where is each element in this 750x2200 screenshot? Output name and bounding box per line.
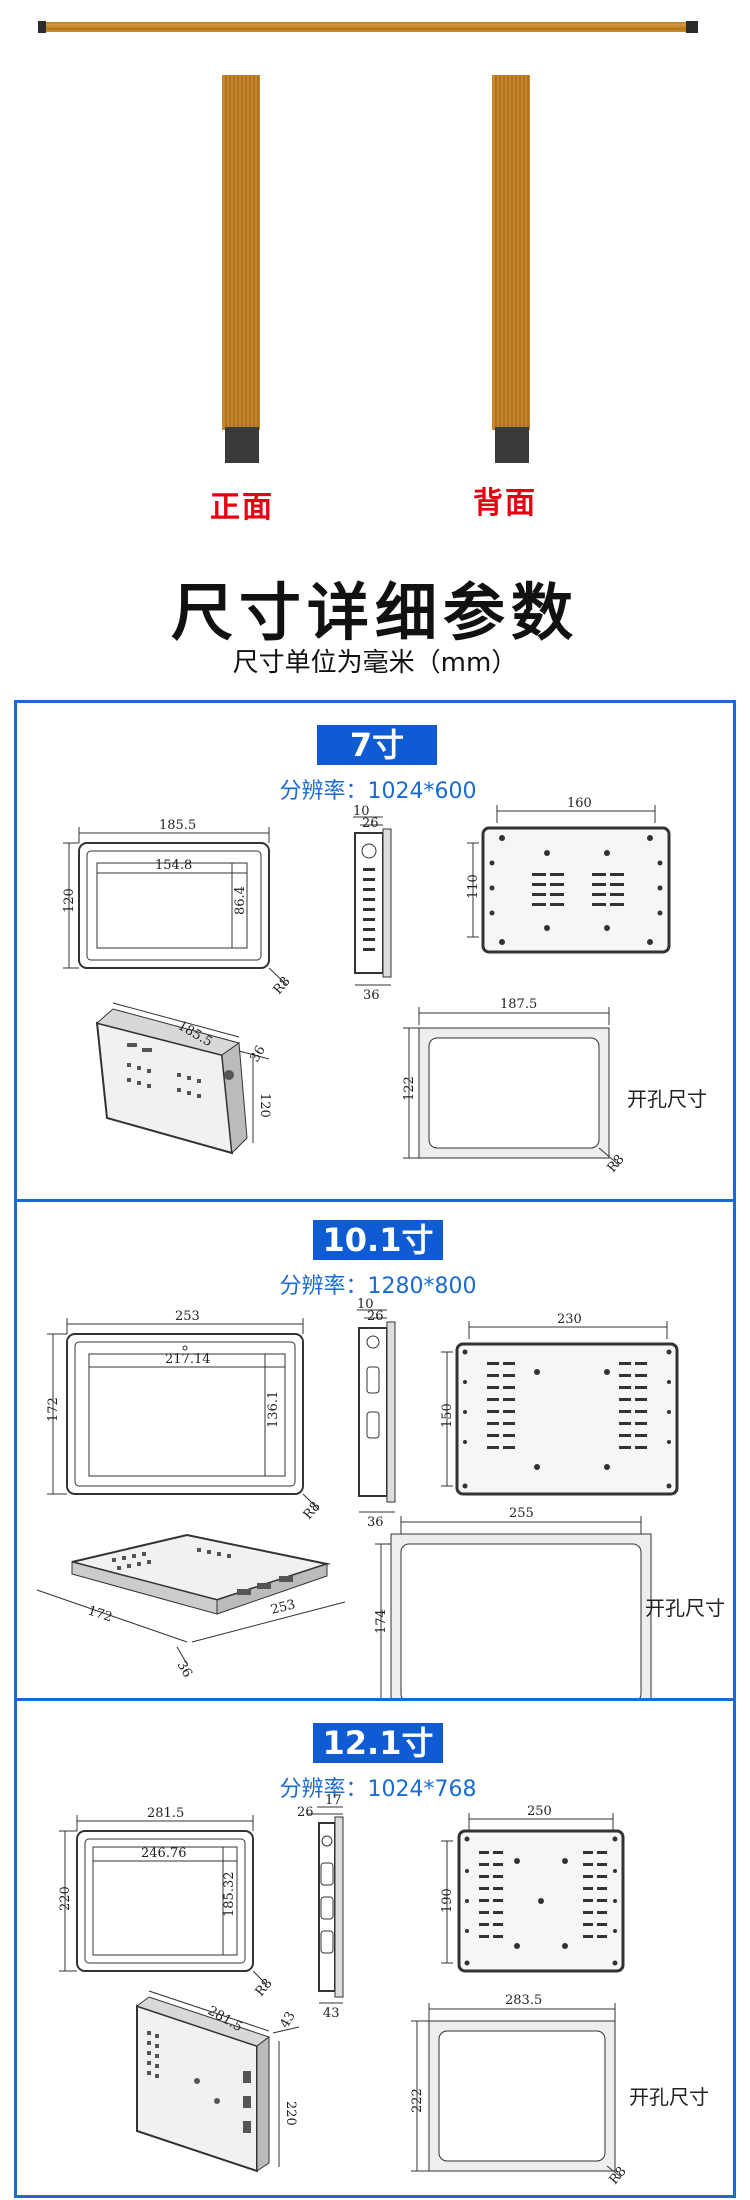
panel-7-inch: 7寸 分辨率：1024*600 185.5 120 154.8 86.4 R8 [14, 700, 736, 1202]
screen-height: 136.1 [266, 1391, 281, 1428]
cutout-view [375, 1516, 652, 1698]
resolution-text: 分辨率：1024*768 [279, 1777, 477, 1802]
back-view [441, 1813, 625, 1973]
cutout-label: 开孔尺寸 [645, 1596, 725, 1620]
iso-height: 120 [257, 1093, 272, 1118]
screen-height: 185.32 [222, 1872, 237, 1918]
cutout-label: 开孔尺寸 [629, 2085, 709, 2109]
side-top: 17 [325, 1793, 342, 1808]
front-width: 185.5 [159, 818, 196, 833]
back-height: 110 [466, 874, 481, 899]
cutout-width: 255 [509, 1506, 534, 1521]
ribbon-cable-back [492, 75, 530, 463]
page-subtitle: 尺寸单位为毫米（mm） [232, 648, 518, 678]
front-height: 120 [62, 888, 77, 913]
side-top: 10 [357, 1297, 374, 1312]
iso-depth: 43 [277, 2009, 298, 2031]
corner-radius: R8 [253, 1976, 276, 1999]
side-view [357, 1309, 396, 1513]
resolution-text: 分辨率：1280*800 [279, 1274, 477, 1299]
drawing-7-inch: 185.5 120 154.8 86.4 R8 10 26 36 [62, 796, 671, 1176]
side-view [307, 1806, 344, 2004]
isometric-view [135, 1990, 300, 2173]
cutout-height: 174 [374, 1609, 389, 1634]
back-height: 150 [440, 1403, 455, 1428]
side-inner: 26 [362, 816, 379, 831]
screen-height: 86.4 [233, 886, 248, 915]
back-width: 230 [557, 1312, 582, 1327]
side-inner: 26 [297, 1805, 314, 1820]
iso-depth: 36 [247, 1043, 268, 1065]
panel-10-1-inch: 10.1寸 分辨率：1280*800 253 172 217.14 136.1 … [14, 1199, 736, 1701]
back-width: 160 [567, 796, 592, 811]
front-view [63, 827, 288, 986]
back-view [467, 805, 671, 954]
side-inner: 26 [367, 1309, 384, 1324]
front-view [59, 1815, 268, 1986]
size-badge: 7寸 [317, 725, 437, 765]
drawing-12-1-inch: 281.5 220 246.76 185.32 R8 17 26 43 [58, 1793, 630, 2188]
drawing-10-1-inch: 253 172 217.14 136.1 R8 10 26 36 [36, 1297, 679, 1698]
size-badge: 12.1寸 [313, 1723, 443, 1763]
size-badge: 10.1寸 [313, 1220, 443, 1260]
cutout-height: 122 [402, 1076, 417, 1101]
iso-width-short: 172 [86, 1604, 114, 1626]
ribbon-cable-front-holder [222, 75, 264, 467]
back-view [441, 1321, 679, 1496]
side-view [353, 816, 392, 986]
side-bottom: 36 [363, 988, 380, 1003]
page-title: 尺寸详细参数 [170, 576, 579, 649]
front-width: 253 [175, 1309, 200, 1324]
iso-depth: 36 [174, 1659, 195, 1681]
cutout-width: 283.5 [505, 1993, 542, 2008]
cutout-view [403, 1007, 620, 1166]
side-top: 10 [353, 804, 370, 819]
front-height: 172 [46, 1397, 61, 1422]
back-width: 250 [527, 1804, 552, 1819]
corner-radius: R8 [271, 974, 294, 997]
cutout-label: 开孔尺寸 [627, 1087, 707, 1111]
screen-width: 246.76 [141, 1846, 187, 1861]
ribbon-cable-front [222, 75, 260, 463]
side-bottom: 43 [323, 2006, 340, 2021]
isometric-view [36, 1533, 346, 1665]
resolution-text: 分辨率：1024*600 [279, 779, 477, 804]
iso-height: 220 [283, 2101, 298, 2126]
cutout-view [411, 2003, 622, 2178]
corner-radius: R8 [301, 1499, 324, 1522]
back-label: 背面 [473, 486, 537, 521]
cutout-width: 187.5 [500, 997, 537, 1012]
panel-12-1-inch: 12.1寸 分辨率：1024*768 281.5 220 246.76 185.… [14, 1698, 736, 2198]
screen-width: 154.8 [155, 858, 192, 873]
iso-width: 253 [269, 1597, 297, 1618]
front-height: 220 [58, 1886, 73, 1911]
ribbon-cable-horizontal [38, 21, 698, 33]
front-width: 281.5 [147, 1806, 184, 1821]
back-height: 190 [440, 1888, 455, 1913]
side-bottom: 36 [367, 1515, 384, 1530]
front-view [47, 1318, 320, 1511]
front-label: 正面 [210, 490, 274, 525]
screen-width: 217.14 [165, 1352, 211, 1367]
cutout-height: 222 [410, 2088, 425, 2113]
